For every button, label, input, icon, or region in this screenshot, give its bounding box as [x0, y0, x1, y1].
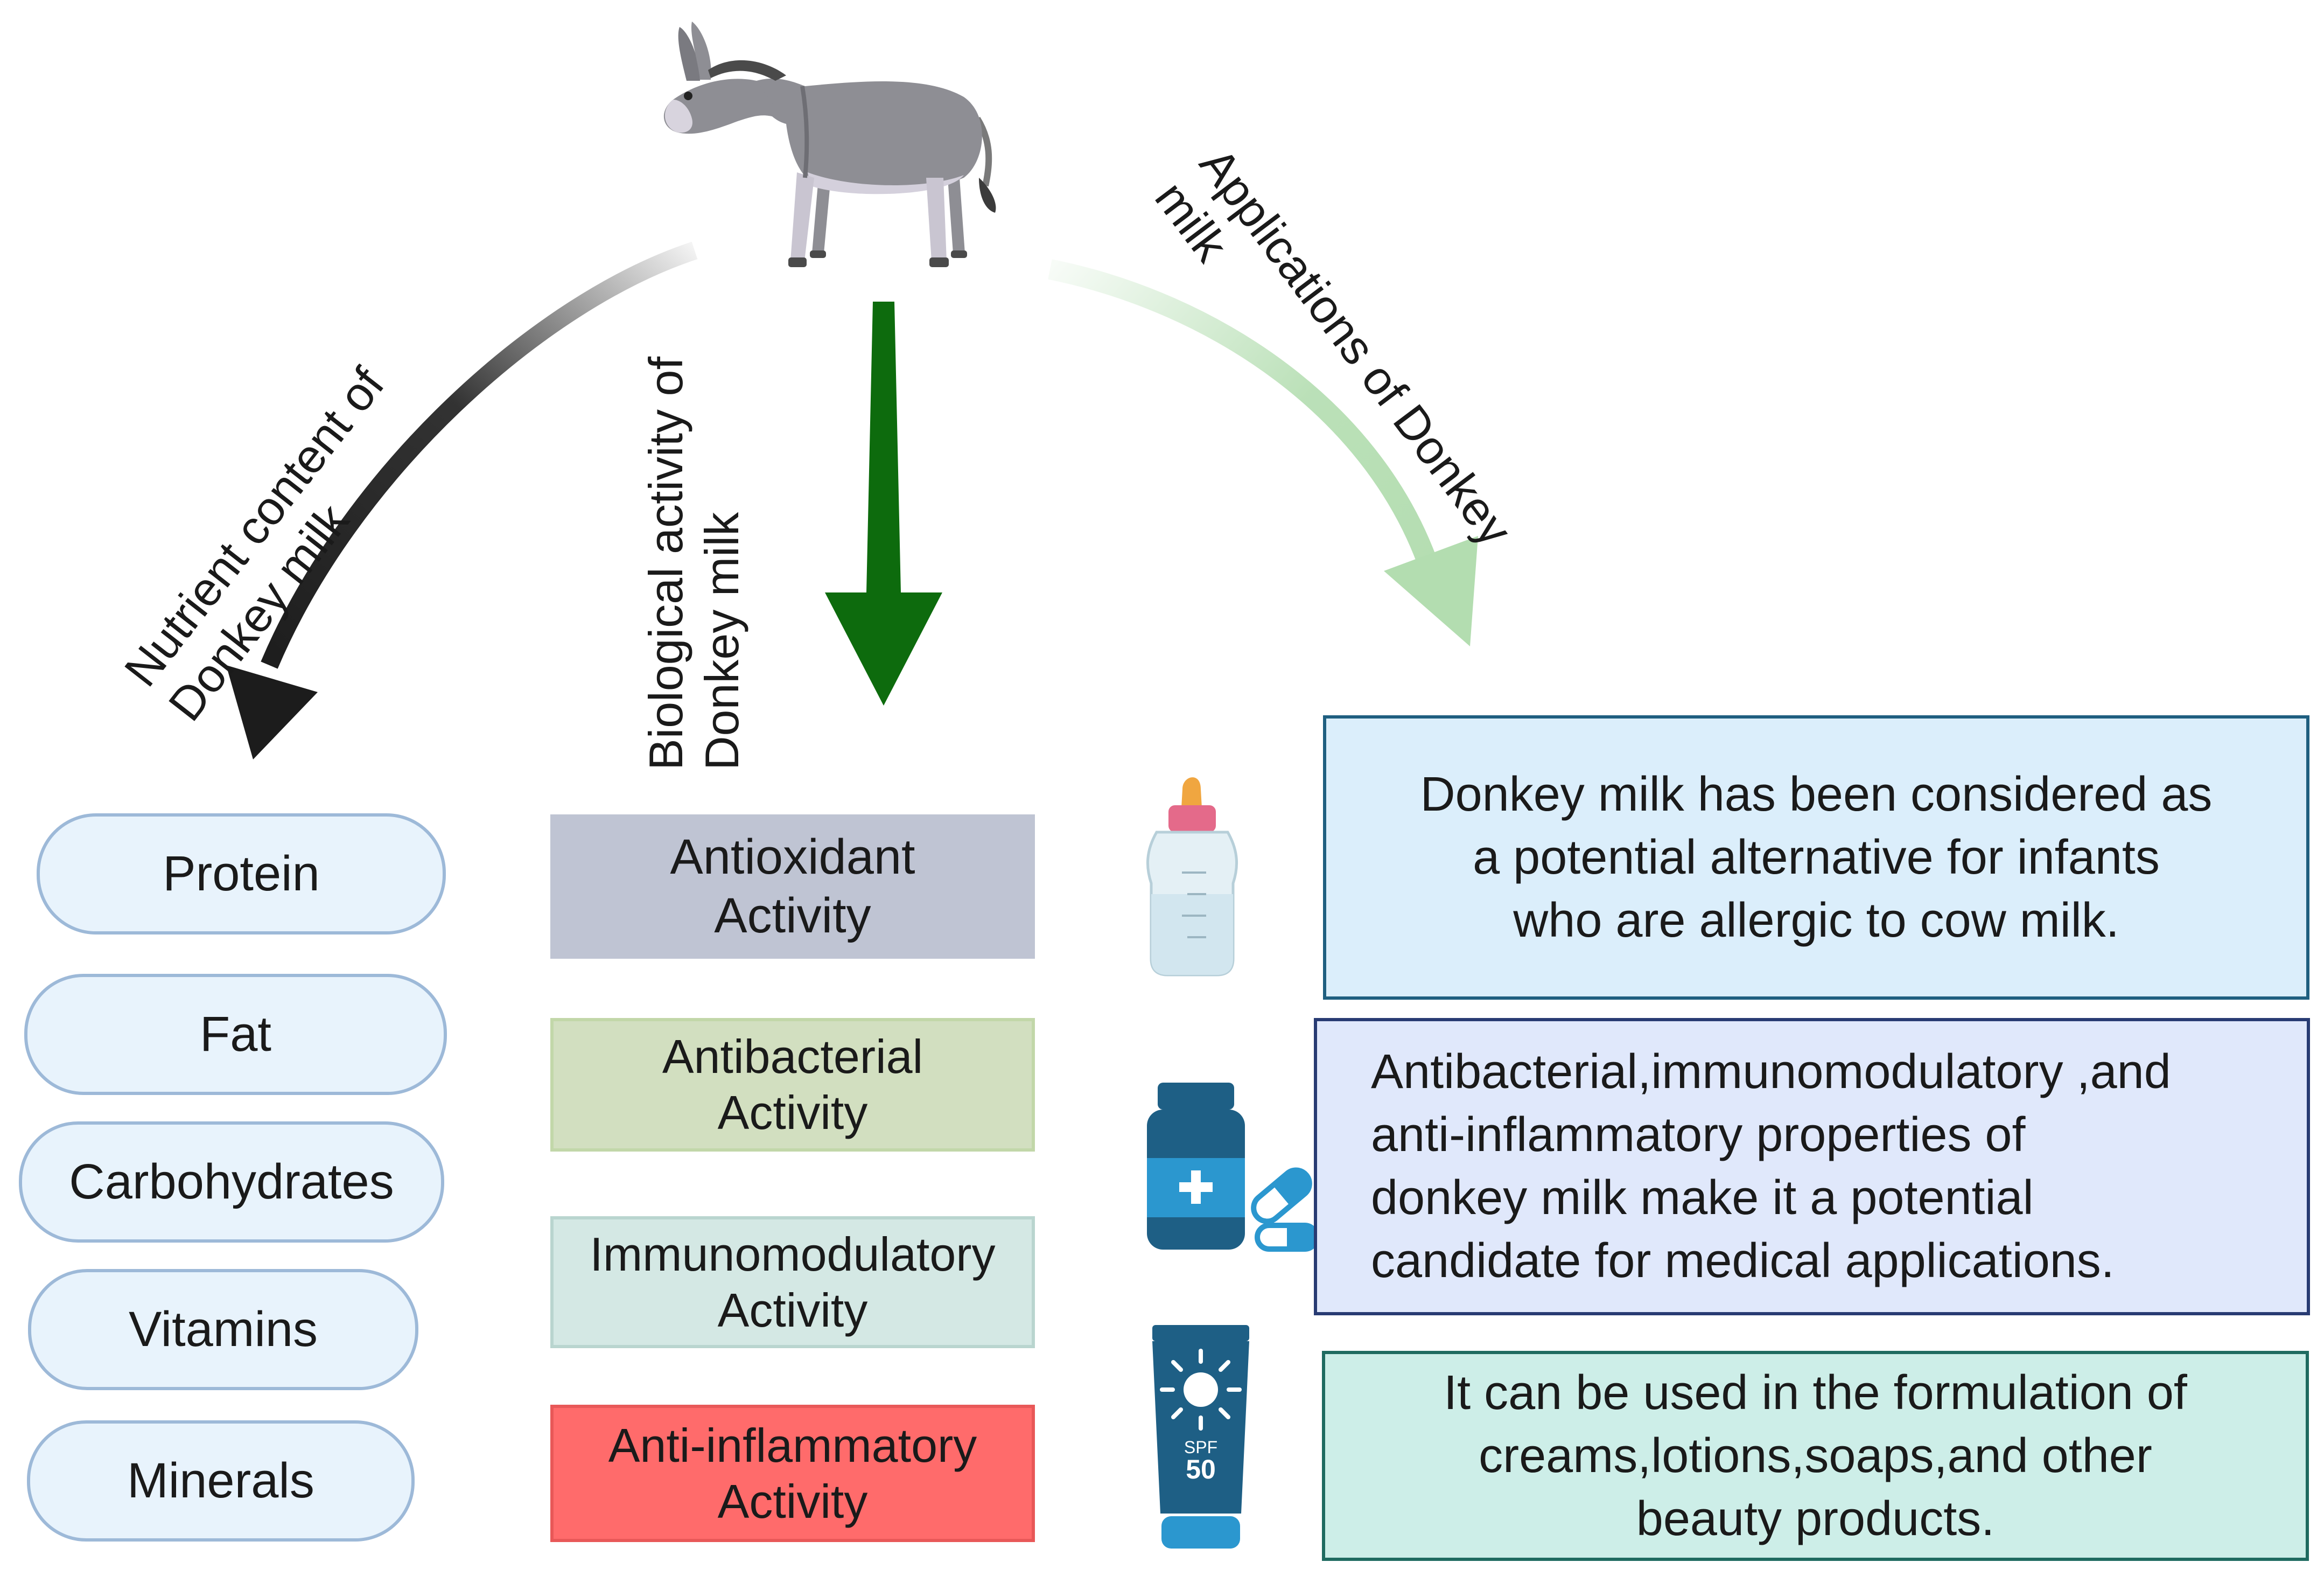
nutrient-arrow	[226, 241, 698, 759]
nutrient-minerals: Minerals	[27, 1420, 415, 1542]
biological-arrow	[825, 302, 942, 706]
applications-arrow	[1048, 259, 1478, 646]
donkey-icon	[663, 22, 996, 267]
nutrient-vitamins: Vitamins	[28, 1269, 418, 1390]
spf-label: SPF	[1184, 1438, 1217, 1457]
sunscreen-tube-icon: SPF 50	[1152, 1325, 1249, 1549]
capsule-icon	[1251, 1167, 1319, 1252]
application-cosmetics: It can be used in the formulation of cre…	[1322, 1351, 2309, 1561]
activity-antibacterial: Antibacterial Activity	[550, 1018, 1035, 1152]
spf-value: 50	[1186, 1454, 1216, 1484]
nutrient-carbohydrates: Carbohydrates	[19, 1121, 444, 1243]
activity-immunomodulatory: Immunomodulatory Activity	[550, 1216, 1035, 1348]
biological-arrow-label: Biological activity of Donkey milk	[639, 357, 748, 770]
application-medical: Antibacterial,immunomodulatory ,and anti…	[1314, 1018, 2310, 1315]
application-infant-formula: Donkey milk has been considered as a pot…	[1323, 715, 2309, 1000]
baby-bottle-icon	[1146, 777, 1238, 977]
nutrient-protein: Protein	[37, 813, 446, 935]
medicine-bottle-icon	[1147, 1083, 1245, 1250]
nutrient-fat: Fat	[24, 974, 447, 1095]
activity-antioxidant: Antioxidant Activity	[550, 814, 1035, 959]
activity-anti-inflammatory: Anti-inflammatory Activity	[550, 1405, 1035, 1542]
